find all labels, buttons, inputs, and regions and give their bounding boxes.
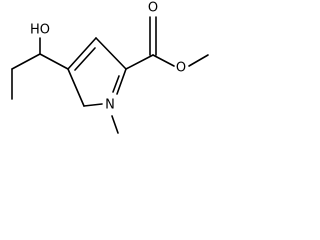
bond-c4-c3 [67, 37, 97, 70]
bond-carbinol-to-ring [39, 53, 69, 70]
bond-c2-carbonyl [125, 54, 154, 70]
hydroxyl-label: HO [30, 23, 50, 38]
bond-carbonyl-to-ester-oxygen [152, 54, 175, 67]
structure-diagram: HO O O N [11, 1, 209, 134]
bond-c5-c4 [67, 68, 85, 107]
ester-oxygen-label: O [176, 61, 186, 76]
ring-nitrogen-label: N [105, 98, 115, 113]
bond-c2-n1 [116, 68, 127, 95]
bond-c3-c2 [95, 37, 127, 70]
carbonyl-oxygen-label: O [148, 1, 158, 16]
bond-c2-n1-double-line [112, 75, 120, 93]
bond-ester-oxygen-to-methyl [188, 54, 209, 67]
bond-ethyl-to-carbinol [11, 53, 41, 70]
bond-n1-methyl [111, 115, 119, 134]
bond-n1-c5 [83, 103, 103, 107]
bond-c3-c4-double-line [74, 47, 96, 71]
